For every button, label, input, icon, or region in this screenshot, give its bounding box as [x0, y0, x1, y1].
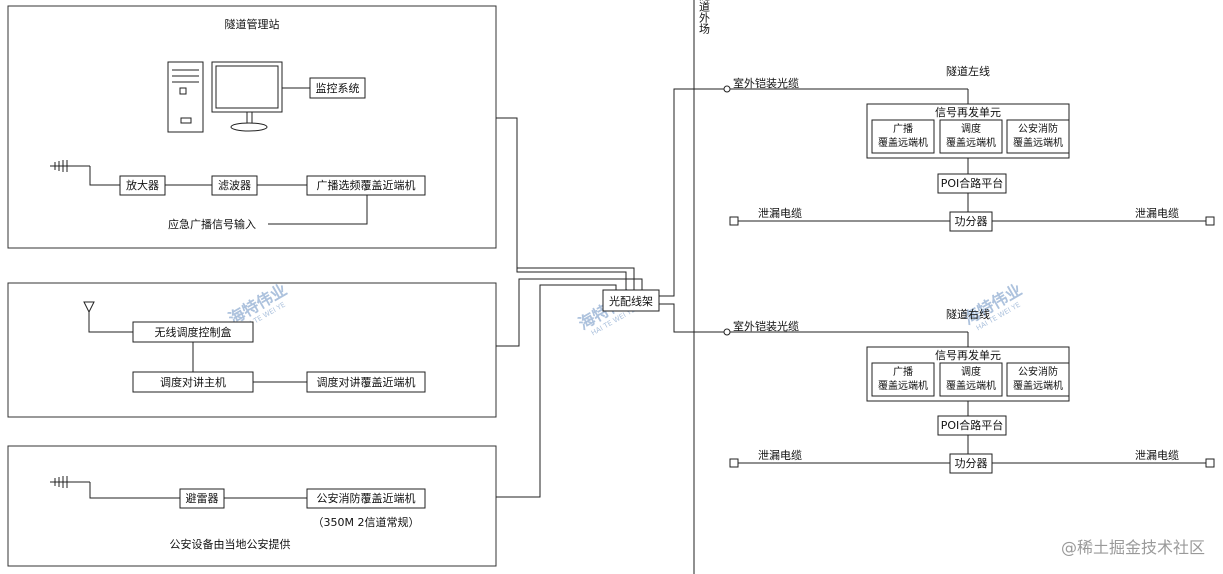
cable-left-label: 泄漏电缆 — [758, 449, 802, 462]
intercom-near-end-box — [306, 371, 426, 393]
odf-label: 光配线架 — [609, 294, 653, 308]
remote-broadcast-line1: 广播 — [893, 122, 913, 135]
fiber-label: 室外铠装光缆 — [733, 76, 799, 90]
amplifier-label: 放大器 — [126, 178, 159, 192]
remote-dispatch-line1: 调度 — [961, 365, 981, 378]
odf-box — [602, 289, 660, 312]
remote-dispatch-box — [939, 362, 1003, 397]
repeater-unit-label: 信号再发单元 — [935, 105, 1001, 119]
link-police-odf — [496, 284, 617, 498]
splitter-label: 功分器 — [955, 457, 988, 470]
link-management-odf — [496, 117, 635, 290]
police-frame — [7, 445, 497, 567]
antenna-icon — [50, 160, 90, 172]
cable-end-icon — [729, 216, 739, 226]
broadcast-near-end-box — [306, 175, 426, 196]
repeater-unit-label: 信号再发单元 — [935, 348, 1001, 362]
cable-end-icon — [1205, 458, 1215, 468]
police-note: 公安设备由当地公安提供 — [170, 537, 291, 551]
emergency-input-label: 应急广播信号输入 — [168, 217, 256, 231]
tunnel-title: 隧道右线 — [946, 307, 990, 321]
fiber-left — [659, 88, 724, 297]
remote-dispatch-line2: 覆盖远端机 — [946, 136, 996, 149]
remote-fire-line1: 公安消防 — [1018, 122, 1058, 135]
fiber-right — [659, 303, 724, 333]
lightning-arrester-label: 避雷器 — [186, 491, 219, 505]
tunnel-right: 室外铠装光缆 隧道右线 信号再发单元 广播 覆盖远端机 调度 覆盖远端机 公安消… — [723, 307, 1215, 474]
splitter-label: 功分器 — [955, 215, 988, 228]
remote-broadcast-line2: 覆盖远端机 — [878, 379, 928, 392]
link-dispatch-odf — [496, 278, 643, 347]
poi-box — [937, 173, 1007, 194]
remote-broadcast-box — [871, 362, 935, 397]
filter-label: 滤波器 — [218, 179, 251, 192]
remote-fire-box — [1006, 362, 1070, 397]
management-station-title: 隧道管理站 — [225, 17, 280, 31]
outside-label: 隧道外场 — [698, 0, 711, 35]
wireless-control-label: 无线调度控制盒 — [155, 325, 232, 339]
remote-dispatch-box — [939, 119, 1003, 154]
remote-broadcast-box — [871, 119, 935, 154]
fiber-label: 室外铠装光缆 — [733, 319, 799, 333]
fire-near-end-note: （350M 2信道常规） — [313, 515, 420, 529]
poi-box — [937, 415, 1007, 436]
cable-end-icon — [1205, 216, 1215, 226]
cable-left-label: 泄漏电缆 — [758, 207, 802, 220]
cable-end-icon — [729, 458, 739, 468]
cable-right-label: 泄漏电缆 — [1135, 449, 1179, 462]
poi-label: POI合路平台 — [941, 176, 1004, 190]
remote-fire-box — [1006, 119, 1070, 154]
credit-watermark: @稀土掘金技术社区 — [1061, 538, 1205, 557]
fire-near-end-label: 公安消防覆盖近端机 — [317, 491, 416, 505]
remote-fire-line1: 公安消防 — [1018, 365, 1058, 378]
fiber-connector-icon — [723, 328, 731, 336]
fiber-connector-icon — [723, 85, 731, 93]
antenna-icon — [83, 301, 95, 330]
poi-label: POI合路平台 — [941, 418, 1004, 432]
cable-right-label: 泄漏电缆 — [1135, 207, 1179, 220]
antenna-icon — [50, 476, 90, 488]
management-station-frame — [7, 5, 497, 249]
monitor-system-label: 监控系统 — [316, 81, 360, 95]
monitor-icon — [211, 61, 283, 132]
remote-broadcast-line2: 覆盖远端机 — [878, 136, 928, 149]
monitor-system-box — [309, 77, 366, 99]
tunnel-title: 隧道左线 — [946, 64, 990, 78]
computer-tower-icon — [167, 61, 204, 133]
remote-dispatch-line1: 调度 — [961, 122, 981, 135]
tunnel-left: 室外铠装光缆 隧道左线 信号再发单元 广播 覆盖远端机 调度 覆盖远端机 公安消… — [723, 64, 1215, 232]
fire-near-end-box — [306, 488, 426, 509]
broadcast-near-end-label: 广播选频覆盖近端机 — [317, 178, 416, 192]
remote-broadcast-line1: 广播 — [893, 365, 913, 378]
dispatch-frame — [7, 282, 497, 418]
intercom-host-label: 调度对讲主机 — [160, 375, 226, 389]
remote-fire-line2: 覆盖远端机 — [1013, 136, 1063, 149]
intercom-near-end-label: 调度对讲覆盖近端机 — [317, 375, 416, 389]
remote-fire-line2: 覆盖远端机 — [1013, 379, 1063, 392]
remote-dispatch-line2: 覆盖远端机 — [946, 379, 996, 392]
